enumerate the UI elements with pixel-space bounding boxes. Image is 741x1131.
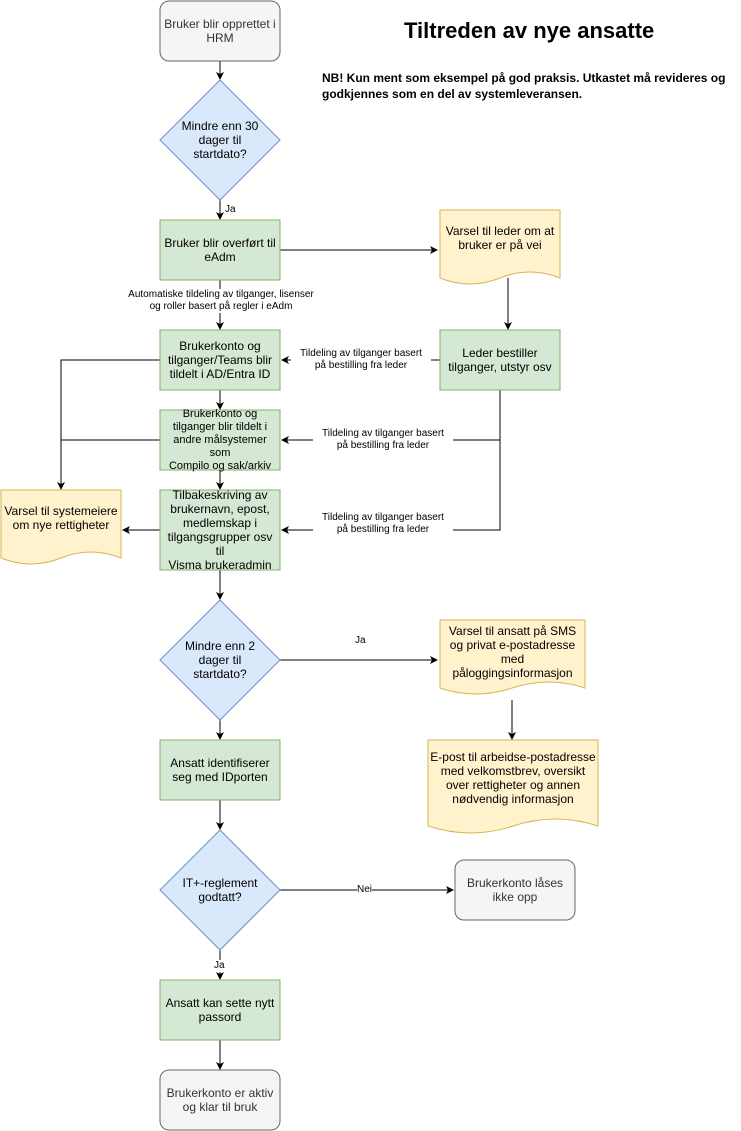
edge-label-ja-reglement: Ja <box>214 960 225 972</box>
edge-label-tildeling-malsystemer: Tildeling av tilganger basert på bestill… <box>313 428 453 452</box>
varsel-sms-node: Varsel til ansatt på SMS og privat e-pos… <box>440 620 585 684</box>
node-shapes <box>0 0 599 1131</box>
visma-node: Tilbakeskriving av brukernavn, epost, me… <box>160 488 280 572</box>
d30-node-shape <box>159 79 281 201</box>
varsel-sms-node-shape <box>439 619 586 695</box>
malsystemer-node-shape <box>159 409 281 471</box>
varsel-systemeiere-node: Varsel til systemeiere om nye rettighete… <box>1 490 121 546</box>
idporten-node: Ansatt identifiserer seg med IDporten <box>160 740 280 800</box>
passord-node: Ansatt kan sette nytt passord <box>160 980 280 1040</box>
edge-label-ja-d2: Ja <box>355 635 366 647</box>
epost-velkomst-node-label: E-post til arbeidse-postadresse med velk… <box>430 750 596 806</box>
varsel-leder-node-label: Varsel til leder om at bruker er på vei <box>445 224 555 252</box>
edge-label-tildeling-visma: Tildeling av tilganger basert på bestill… <box>313 512 453 536</box>
leder-bestiller-node-shape <box>439 329 561 391</box>
it-reglement-decision: IT+-reglement godtatt? <box>170 860 270 920</box>
idporten-node-label: Ansatt identifiserer seg med IDporten <box>170 756 270 784</box>
malsystemer-node-label: Brukerkonto og tilganger blir tildelt i … <box>168 407 272 472</box>
varsel-systemeiere-node-label: Varsel til systemeiere om nye rettighete… <box>4 504 118 532</box>
aktiv-node: Brukerkonto er aktiv og klar til bruk <box>160 1070 280 1130</box>
epost-velkomst-node-shape <box>427 739 599 834</box>
edge-label-nei: Nei <box>357 884 373 896</box>
aktiv-node-shape <box>159 1069 281 1131</box>
ad-node: Brukerkonto og tilganger/Teams blir tild… <box>160 330 280 390</box>
last-node-shape <box>454 859 576 921</box>
it-reglement-node-shape <box>159 829 281 951</box>
d2-node-shape <box>159 599 281 721</box>
varsel-systemeiere-node-shape <box>0 489 122 565</box>
d2-decision: Mindre enn 2 dager til startdato? <box>170 620 270 700</box>
ad-node-shape <box>159 329 281 391</box>
varsel-leder-node-shape <box>439 209 561 285</box>
start-node: Bruker blir opprettet i HRM <box>160 1 280 61</box>
diagram-note: NB! Kun ment som eksempel på god praksis… <box>322 71 726 101</box>
idporten-node-shape <box>159 739 281 801</box>
leder-bestiller-node-label: Leder bestiller tilganger, utstyr osv <box>448 346 552 374</box>
eadm-node-label: Bruker blir overført til eAdm <box>164 236 276 264</box>
last-node-label: Brukerkonto låses ikke opp <box>466 876 564 904</box>
aktiv-node-label: Brukerkonto er aktiv og klar til bruk <box>166 1086 274 1114</box>
d2-decision-label: Mindre enn 2 dager til startdato? <box>184 639 256 681</box>
passord-node-label: Ansatt kan sette nytt passord <box>165 996 275 1024</box>
edge-label-tildeling-ad: Tildeling av tilganger basert på bestill… <box>291 348 431 372</box>
start-node-label: Bruker blir opprettet i HRM <box>164 17 276 45</box>
edge-ad-to-varsel-systemeiere <box>57 359 160 490</box>
ad-node-label: Brukerkonto og tilganger/Teams blir tild… <box>167 339 273 381</box>
edge-label-automatisk: Automatiske tildeling av tilganger, lise… <box>116 289 326 313</box>
diagram-title: Tiltreden av nye ansatte <box>404 18 655 43</box>
edge-label-ja-d30: Ja <box>225 204 236 216</box>
passord-node-shape <box>159 979 281 1041</box>
d30-decision-label: Mindre enn 30 dager til startdato? <box>181 119 259 161</box>
eadm-node: Bruker blir overført til eAdm <box>160 220 280 280</box>
epost-velkomst-node: E-post til arbeidse-postadresse med velk… <box>428 740 598 816</box>
eadm-node-shape <box>159 219 281 281</box>
visma-node-shape <box>159 489 281 571</box>
last-node: Brukerkonto låses ikke opp <box>455 860 575 920</box>
malsystemer-node: Brukerkonto og tilganger blir tildelt i … <box>160 407 280 472</box>
leder-bestiller-node: Leder bestiller tilganger, utstyr osv <box>440 330 560 390</box>
varsel-sms-node-label: Varsel til ansatt på SMS og privat e-pos… <box>448 624 577 680</box>
varsel-leder-node: Varsel til leder om at bruker er på vei <box>440 210 560 266</box>
it-reglement-decision-label: IT+-reglement godtatt? <box>182 876 258 904</box>
visma-node-label: Tilbakeskriving av brukernavn, epost, me… <box>167 488 273 572</box>
start-node-shape <box>159 0 281 62</box>
d30-decision: Mindre enn 30 dager til startdato? <box>170 100 270 180</box>
